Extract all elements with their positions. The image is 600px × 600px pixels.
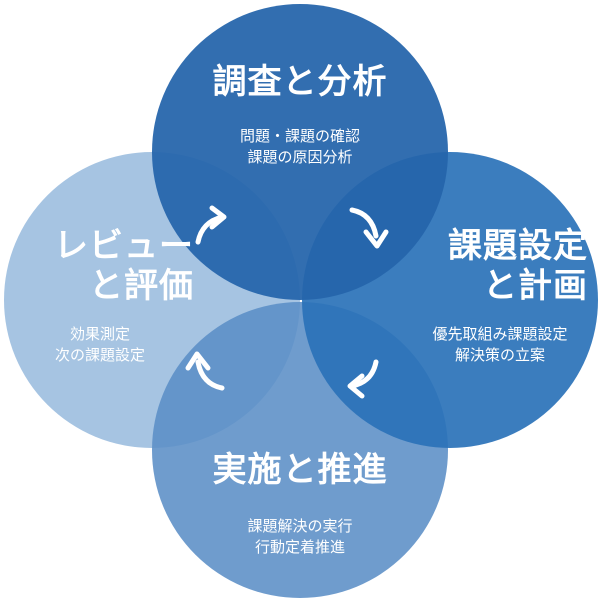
stage-desc-left-line-1: 効果測定 <box>69 325 130 343</box>
curved-arrow-icon-lower-right <box>347 359 379 399</box>
stage-desc-bottom-line-1: 課題解決の実行 <box>247 517 353 535</box>
stage-desc-top: 問題・課題の確認 課題の原因分析 <box>200 126 400 168</box>
stage-desc-left: 効果測定 次の課題設定 <box>20 324 180 366</box>
stage-desc-bottom-line-2: 行動定着推進 <box>254 538 345 556</box>
curved-arrow-icon-upper-right <box>349 207 389 249</box>
stage-title-right-line-1: 課題設定 <box>448 226 588 266</box>
stage-title-top: 調査と分析 <box>212 62 388 102</box>
stage-desc-right-line-1: 優先取組み課題設定 <box>432 325 568 343</box>
stage-title-right-line-2: と計画 <box>483 266 588 306</box>
stage-title-bottom: 実施と推進 <box>212 450 388 490</box>
stage-desc-bottom: 課題解決の実行 行動定着推進 <box>200 516 400 558</box>
stage-title-right: 課題設定 と計画 <box>408 226 588 306</box>
curved-arrow-icon-upper-left <box>195 205 227 245</box>
stage-title-left-line-2: と評価 <box>89 266 194 306</box>
stage-desc-left-line-2: 次の課題設定 <box>54 346 145 364</box>
stage-desc-top-line-2: 課題の原因分析 <box>247 148 353 166</box>
stage-desc-right-line-2: 解決策の立案 <box>454 346 545 364</box>
stage-desc-right: 優先取組み課題設定 解決策の立案 <box>405 324 595 366</box>
curved-arrow-icon-lower-left <box>185 351 225 391</box>
stage-title-left: レビュー と評価 <box>18 226 194 306</box>
stage-title-left-line-1: レビュー <box>54 226 194 266</box>
stage-desc-top-line-1: 問題・課題の確認 <box>239 127 360 145</box>
